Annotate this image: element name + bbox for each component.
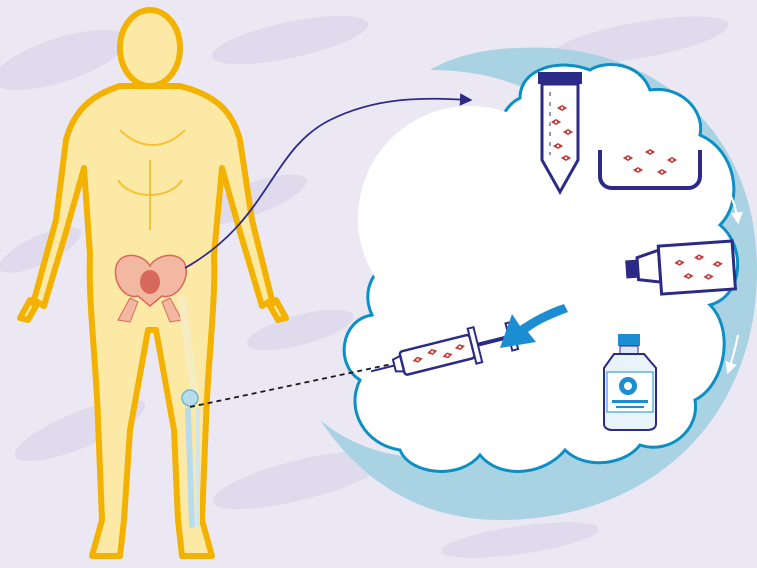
culture-dish-icon <box>600 149 700 189</box>
